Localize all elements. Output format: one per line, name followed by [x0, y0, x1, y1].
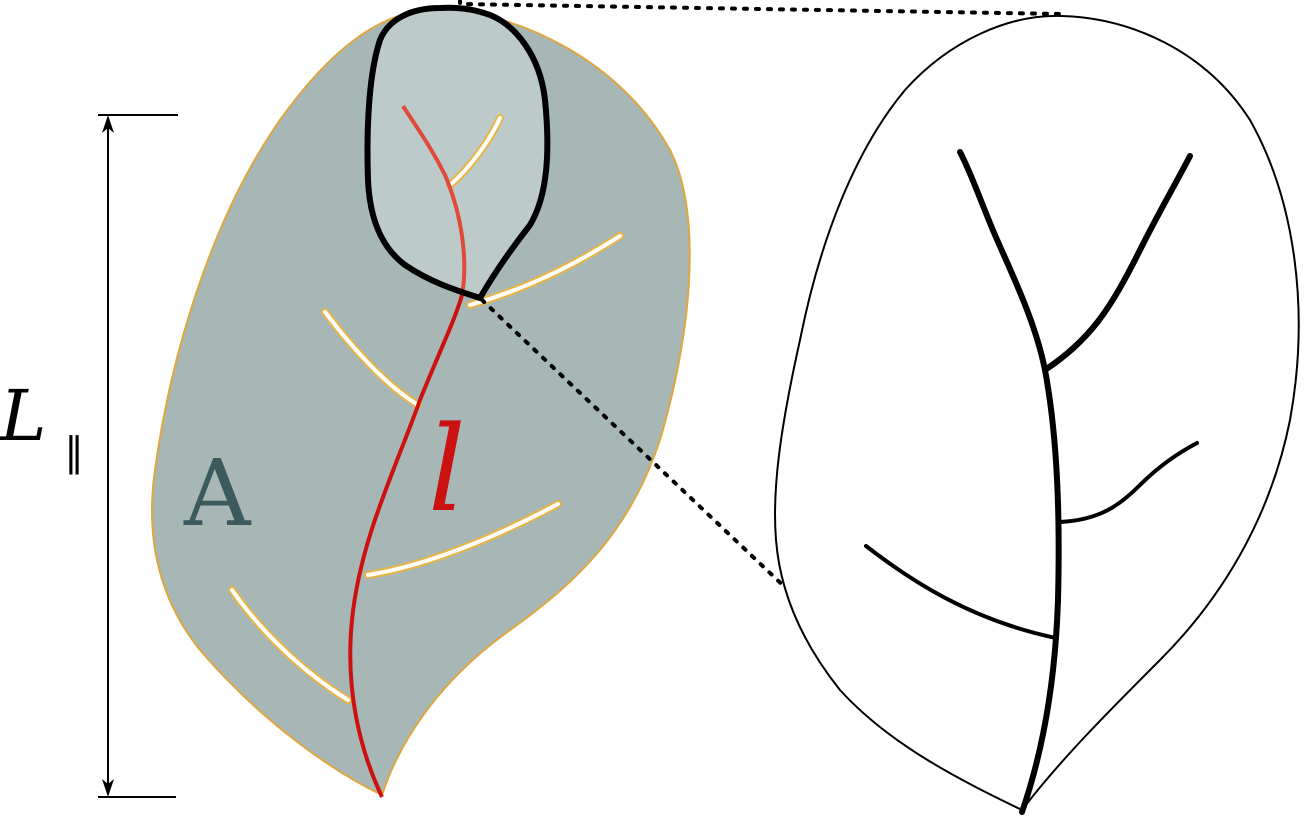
- zoomed-main-vein: [957, 149, 1062, 815]
- zoom-region: [367, 7, 548, 298]
- length-subscript: ∥: [64, 430, 84, 476]
- dimension-arrowhead-top: [102, 115, 114, 133]
- length-dimension: L ∥: [0, 114, 178, 798]
- veinlet: [448, 116, 502, 187]
- midrib-lower: [348, 294, 464, 798]
- zoom-region-outline: [364, 4, 551, 301]
- left-leaf: A l: [151, 4, 691, 798]
- dimension-arrowhead-bottom: [102, 779, 114, 797]
- connector-top: [458, 0, 1064, 16]
- zoomed-side-vein: [1058, 441, 1199, 524]
- zoomed-side-vein: [864, 544, 1058, 640]
- veinlet: [366, 502, 560, 577]
- connector-bottom: [480, 298, 1022, 812]
- zoomed-leaf: [774, 14, 1300, 815]
- midrib-upper: [401, 104, 467, 296]
- length-label: L: [0, 375, 46, 457]
- veinlet: [230, 588, 350, 702]
- area-label: A: [183, 440, 252, 547]
- vein-length-label: l: [428, 400, 466, 538]
- zoomed-side-vein: [1042, 153, 1193, 373]
- veinlet: [323, 310, 420, 407]
- zoom-connectors: [458, 0, 1064, 812]
- zoomed-leaf-outline: [774, 14, 1300, 812]
- veinlets: [228, 114, 624, 704]
- veinlet: [468, 234, 622, 307]
